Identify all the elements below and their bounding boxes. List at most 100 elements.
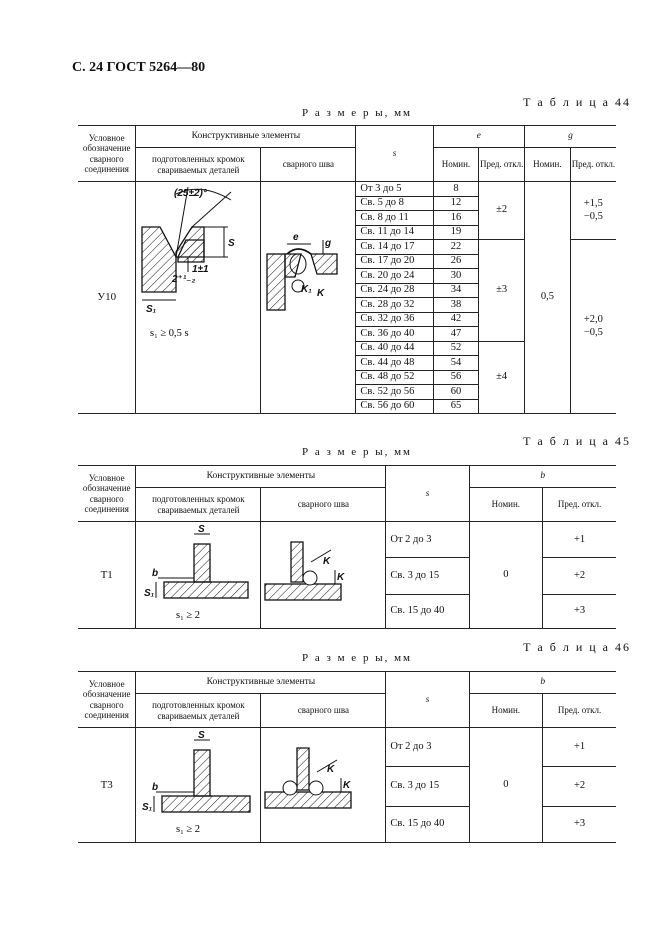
weld-drawing: e g K₁ K (266, 232, 339, 311)
label-k: K (327, 764, 335, 775)
label-e: e (293, 232, 299, 243)
s-range: Св. 28 до 32 (355, 297, 434, 313)
s-range: Св. 17 до 20 (355, 253, 434, 269)
tee-groove-drawing: S b S₁ s₁ ≥ 2 (142, 730, 252, 835)
b-dev: +2 (542, 557, 616, 595)
table46-label: Т а б л и ц а 46 (523, 640, 631, 654)
e-nom: 65 (432, 398, 480, 414)
prepared-drawing-t1: S b S₁ s₁ ≥ 2 (135, 521, 262, 629)
label-b: b (152, 782, 158, 793)
e-dev: ±4 (478, 340, 525, 414)
col-weld: сварного шва (260, 487, 387, 522)
e-nom: 56 (432, 369, 480, 385)
col-elements: Конструктивные элементы (135, 671, 387, 694)
code-t1: Т1 (78, 521, 137, 629)
col-g-nom: Номин. (524, 147, 571, 182)
b-dev: +2 (542, 766, 616, 807)
e-nom: 34 (432, 282, 480, 298)
col-b-dev: Пред. откл. (542, 693, 616, 728)
s-range: От 3 до 5 (355, 181, 434, 197)
s-range: Св. 20 до 24 (355, 268, 434, 284)
s-range: Св. 40 до 44 (355, 340, 434, 356)
col-s: s (385, 671, 470, 728)
col-designation: Условное обозначение сварного соединения (78, 465, 137, 522)
label-g: g (324, 238, 331, 249)
col-e-dev: Пред. откл. (478, 147, 525, 182)
s-range: От 2 до 3 (385, 726, 470, 768)
g-dev: +2,0 −0,5 (569, 239, 616, 414)
col-g-dev: Пред. откл. (569, 147, 616, 182)
table45-sizes-caption: Р а з м е р ы, мм (302, 446, 413, 458)
code-u10: У10 (78, 181, 137, 414)
s-range: Св. 24 до 28 (355, 282, 434, 298)
s-range: От 2 до 3 (385, 520, 470, 559)
prepared-drawing-u10: (25±2)° S 1±1 2⁺¹₋₂ S₁ s₁ ≥ 0,5 s (135, 181, 262, 414)
e-dev: ±2 (478, 181, 525, 240)
label-s1: S₁ (144, 588, 155, 599)
col-weld: сварного шва (260, 147, 357, 182)
col-elements: Конструктивные элементы (135, 465, 387, 488)
e-nom: 47 (432, 326, 480, 342)
col-b-nom: Номин. (468, 487, 544, 522)
label-s: S (198, 524, 205, 535)
s-range: Св. 15 до 40 (385, 593, 470, 630)
e-nom: 8 (432, 181, 480, 197)
table46: Условное обозначение сварного соединения… (78, 671, 616, 844)
e-nom: 19 (432, 224, 480, 240)
col-b-dev: Пред. откл. (542, 487, 616, 522)
s-range: Св. 3 до 15 (385, 766, 470, 807)
label-k: K (323, 556, 331, 567)
b-dev: +1 (542, 520, 616, 559)
s-range: Св. 56 до 60 (355, 398, 434, 414)
col-s: s (385, 465, 470, 522)
table45-label: Т а б л и ц а 45 (523, 434, 631, 448)
b-dev: +3 (542, 805, 616, 844)
table44: Условное обозначение сварного соединения… (78, 125, 616, 414)
col-b: b (468, 671, 616, 694)
table46-sizes-caption: Р а з м е р ы, мм (302, 652, 413, 664)
tee-weld-drawing: K K (264, 747, 353, 809)
col-e-nom: Номин. (432, 147, 480, 182)
table44-sizes-caption: Р а з м е р ы, мм (302, 107, 413, 119)
label-s: S (198, 730, 205, 741)
s-range: Св. 48 до 52 (355, 369, 434, 385)
b-dev: +3 (542, 593, 616, 630)
label-k2: K (343, 780, 351, 791)
s-range: Св. 8 до 11 (355, 210, 434, 226)
table44-label: Т а б л и ц а 44 (523, 95, 631, 109)
label-k2: K (337, 572, 345, 583)
e-dev: ±3 (478, 239, 525, 342)
g-nom: 0,5 (524, 181, 571, 414)
e-nom: 26 (432, 253, 480, 269)
g-dev: +1,5 −0,5 (569, 181, 616, 240)
b-dev: +1 (542, 726, 616, 768)
prepared-drawing-t3: S b S₁ s₁ ≥ 2 (135, 727, 262, 843)
s-range: Св. 36 до 40 (355, 326, 434, 342)
s-range: Св. 52 до 56 (355, 384, 434, 400)
code-t3: Т3 (78, 727, 137, 843)
col-b: b (468, 465, 616, 488)
e-nom: 30 (432, 268, 480, 284)
note-u10: s₁ ≥ 0,5 s (150, 328, 189, 339)
e-nom: 16 (432, 210, 480, 226)
col-b-nom: Номин. (468, 693, 544, 728)
label-b: b (152, 568, 158, 579)
col-prepared: подготовленных кромок свариваемых детале… (135, 487, 262, 522)
s-range: Св. 11 до 14 (355, 224, 434, 240)
col-designation: Условное обозначение сварного соединения (78, 125, 137, 182)
label-gap: 2⁺¹₋₂ (171, 274, 195, 285)
label-s1: S₁ (146, 304, 157, 315)
weld-drawing-t1: K K (260, 521, 387, 629)
tee-weld-drawing: K K (264, 541, 345, 601)
weld-drawing-u10: e g K₁ K (260, 181, 357, 414)
label-h: 1±1 (192, 264, 209, 275)
s-range: Св. 5 до 8 (355, 195, 434, 211)
label-s: S (228, 238, 235, 249)
col-prepared: подготовленных кромок свариваемых детале… (135, 693, 262, 728)
weld-drawing-t3: K K (260, 727, 387, 843)
e-nom: 52 (432, 340, 480, 356)
e-nom: 42 (432, 311, 480, 327)
e-nom: 60 (432, 384, 480, 400)
s-range: Св. 14 до 17 (355, 239, 434, 255)
col-s: s (355, 125, 434, 182)
